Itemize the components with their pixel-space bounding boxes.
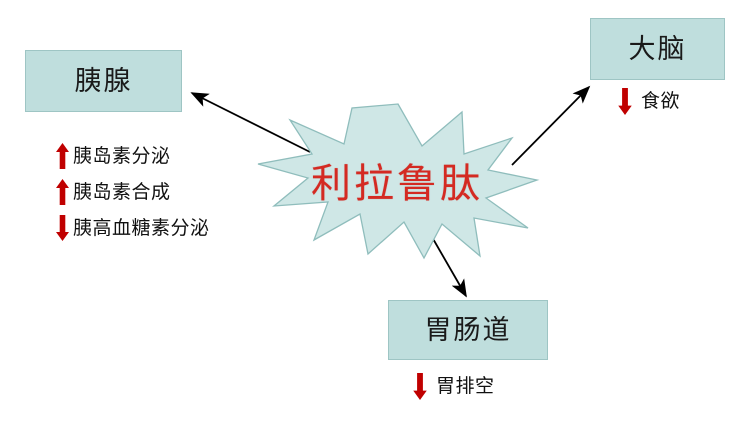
arrow-up-icon	[55, 179, 70, 205]
effect-label: 胰岛素分泌	[73, 145, 171, 167]
starburst-liraglutide[interactable]: 利拉鲁肽	[256, 102, 540, 260]
effects-pancreas: 胰岛素分泌 胰岛素合成 胰高血糖素分泌	[55, 143, 210, 241]
starburst-shape	[257, 103, 540, 260]
effects-brain: 食欲	[617, 88, 680, 115]
node-pancreas[interactable]: 胰腺	[25, 50, 182, 112]
arrow-up-icon	[55, 143, 70, 169]
effect-label: 胃排空	[436, 376, 495, 397]
arrow-down-icon	[55, 215, 70, 241]
effect-row: 胃排空	[412, 373, 495, 400]
effect-label: 胰高血糖素分泌	[73, 217, 210, 239]
effect-label: 胰岛素合成	[73, 181, 171, 203]
node-brain[interactable]: 大脑	[590, 18, 725, 80]
effect-row: 食欲	[617, 88, 680, 115]
node-brain-label: 大脑	[628, 33, 687, 64]
effect-row: 胰岛素分泌	[55, 143, 210, 169]
arrow-down-icon	[412, 373, 428, 400]
arrow-down-icon	[617, 88, 633, 115]
node-git-label: 胃肠道	[424, 314, 512, 345]
node-gastrointestinal-tract[interactable]: 胃肠道	[388, 300, 548, 360]
effect-label: 食欲	[641, 91, 681, 112]
effects-gastrointestinal-tract: 胃排空	[412, 373, 495, 400]
node-pancreas-label: 胰腺	[74, 65, 133, 96]
effect-row: 胰岛素合成	[55, 179, 210, 205]
effect-row: 胰高血糖素分泌	[55, 215, 210, 241]
